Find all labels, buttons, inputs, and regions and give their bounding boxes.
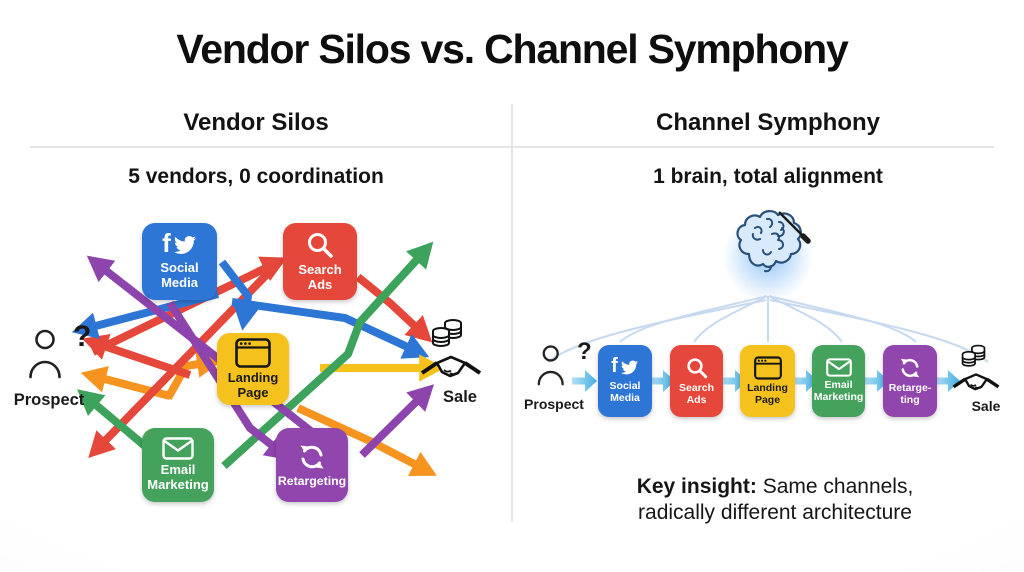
channel-label: Landing Page: [747, 381, 788, 406]
refresh-icon: [900, 358, 920, 377]
channel-landing-page: Landing Page: [217, 333, 289, 405]
panel-divider: [511, 104, 513, 522]
blue-arrow: [231, 298, 430, 359]
browser-icon: [753, 356, 782, 380]
twitter-icon: [173, 236, 196, 255]
person-icon: [537, 345, 564, 386]
prospect-figure: ? Prospect: [12, 320, 92, 410]
browser-icon: [235, 338, 271, 368]
facebook-icon: f: [611, 354, 618, 377]
search-icon: [308, 233, 333, 259]
question-mark: ?: [73, 320, 92, 353]
channel-retargeting: Retargeting: [276, 428, 348, 502]
brain-icon: [736, 210, 811, 273]
envelope-icon: [162, 437, 194, 461]
facebook-icon: f: [162, 228, 171, 259]
baton-icon: [778, 211, 811, 244]
search-icon: [686, 358, 707, 378]
brain-outline: [736, 210, 802, 268]
prospect-label: Prospect: [524, 396, 584, 412]
channel-label: Search Ads: [298, 262, 342, 292]
flow-arrow-icon: [572, 370, 597, 392]
page-title: Vendor Silos vs. Channel Symphony: [176, 26, 848, 72]
channel-social-media: f Social Media: [598, 345, 652, 417]
channel-retargeting: Retarge-ting: [883, 345, 937, 417]
left-subtitle: 5 vendors, 0 coordination: [128, 165, 384, 188]
handshake-icon: [952, 373, 1000, 391]
chaos-arrows: [71, 241, 445, 477]
purple-arrow: [166, 300, 292, 461]
handshake-icon: [420, 355, 482, 378]
coins-icon: [432, 319, 462, 347]
channel-landing-page: Landing Page: [740, 345, 795, 417]
key-insight-lead: Key insight:: [636, 475, 757, 498]
flow-arrow-icon: [650, 370, 675, 392]
channel-label: Email Marketing: [147, 462, 209, 492]
channel-email-marketing: Email Marketing: [812, 345, 865, 417]
key-insight: Key insight: Same channels, radically di…: [570, 474, 980, 527]
red-arrow: [355, 273, 433, 343]
sale-label: Sale: [971, 398, 1001, 414]
channel-label: Landing Page: [227, 369, 279, 400]
coins-icon: [961, 344, 986, 367]
channel-label: Social Media: [609, 379, 641, 404]
refresh-icon: [300, 445, 324, 469]
key-insight-rest: Same channels,: [756, 475, 914, 498]
key-insight-line1: Key insight: Same channels,: [637, 475, 914, 498]
right-panel-header: Channel Symphony: [655, 109, 881, 136]
channel-symphony-diagram: ? Prospect f Social Media Search Ads Lan…: [512, 150, 1024, 530]
channel-email-marketing: Email Marketing: [142, 428, 214, 502]
red-arrow: [91, 256, 288, 356]
channel-label: Social Media: [160, 260, 199, 290]
channel-search-ads: Search Ads: [670, 345, 723, 417]
vendor-silos-diagram: f Social Media Search Ads Landing Page E…: [14, 200, 510, 545]
channel-social-media: f Social Media: [142, 223, 217, 300]
twitter-icon: [620, 360, 638, 375]
envelope-icon: [825, 358, 852, 377]
flow-arrow-icon: [793, 370, 818, 392]
channel-label: Email Marketing: [813, 379, 864, 403]
purple-arrow: [359, 384, 434, 458]
channel-label: Retargeting: [277, 473, 347, 488]
prospect-figure: ? Prospect: [518, 338, 592, 412]
channel-search-ads: Search Ads: [283, 223, 357, 300]
flow-arrow-icon: [864, 370, 889, 392]
orange-arrow: [80, 366, 172, 400]
question-mark: ?: [577, 338, 592, 365]
orange-arrow: [164, 350, 223, 400]
left-panel-header: Vendor Silos: [183, 109, 329, 136]
prospect-label: Prospect: [13, 391, 85, 409]
key-insight-line2: radically different architecture: [638, 501, 912, 525]
sale-label: Sale: [443, 388, 477, 406]
red-arrow: [82, 333, 192, 379]
channel-label: Search Ads: [678, 381, 715, 406]
person-icon: [29, 329, 61, 379]
sale-figure: Sale: [420, 318, 500, 407]
right-subtitle: 1 brain, total alignment: [653, 165, 883, 188]
sale-figure: Sale: [952, 344, 1020, 414]
channel-label: Retarge-ting: [888, 381, 932, 406]
